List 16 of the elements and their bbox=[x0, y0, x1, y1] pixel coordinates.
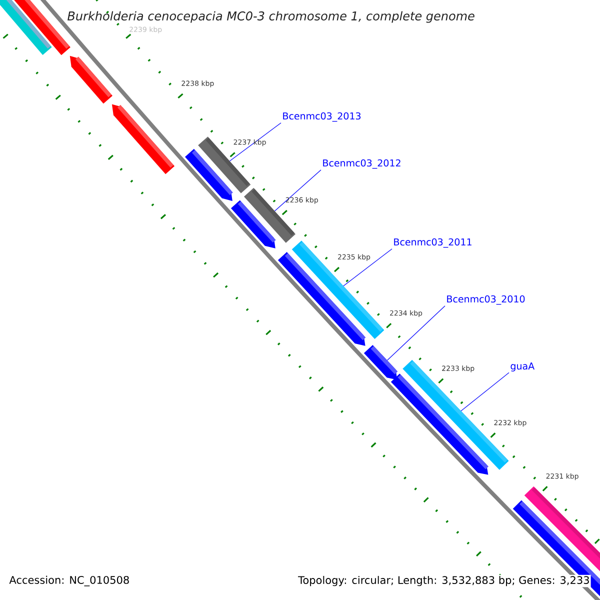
summary-text: Topology: circular; Length: 3,532,883 bp; Genes: 3,233 bbox=[297, 574, 591, 588]
gene-bar bbox=[198, 136, 251, 194]
gene-bar bbox=[402, 360, 509, 470]
accession-text: Accession: NC_010508 bbox=[8, 574, 131, 588]
gene-label: Bcenmc03_2013 bbox=[283, 112, 361, 122]
gene-bar bbox=[292, 240, 384, 340]
leader-line bbox=[343, 248, 392, 286]
gene-label: guaA bbox=[510, 362, 535, 372]
leader-line bbox=[460, 372, 510, 412]
gene-label: Bcenmc03_2012 bbox=[323, 159, 400, 169]
title: Burkholderia cenocepacia MC0-3 chromosome 1, complete genome bbox=[68, 11, 474, 23]
gene-label: Bcenmc03_2010 bbox=[447, 295, 525, 305]
leader-line bbox=[387, 306, 446, 361]
leader-line bbox=[229, 122, 282, 162]
gene-label: Bcenmc03_2011 bbox=[394, 238, 472, 248]
gene-block bbox=[364, 344, 398, 380]
